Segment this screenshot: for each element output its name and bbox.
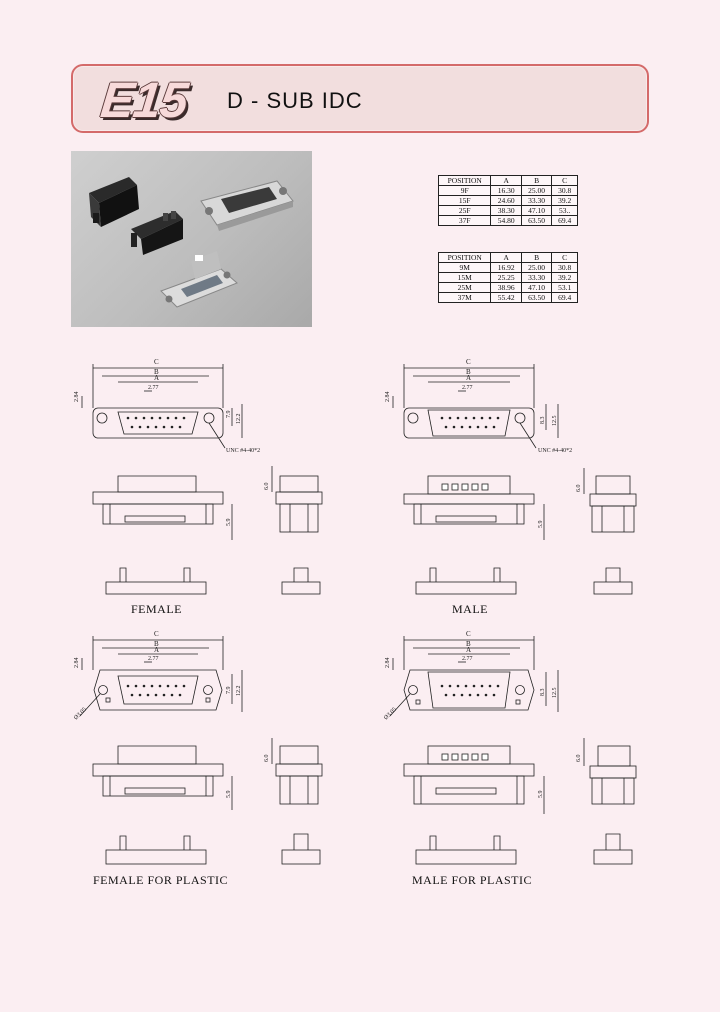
table-cell: 63.50 <box>520 215 553 226</box>
dim-label-inner-height: 8.3 <box>540 689 546 697</box>
dim-label-b: B <box>154 368 159 376</box>
connector-photo-illustration <box>89 177 294 308</box>
dim-label-c: C <box>466 630 471 638</box>
dim-label-side-height: 6.0 <box>264 755 270 763</box>
dim-label-inner-height: 8.3 <box>540 417 546 425</box>
dim-label-pitch: 2.77 <box>148 385 159 391</box>
table-row: 37M 55.42 63.50 69.4 <box>437 292 578 303</box>
page-title: D - SUB IDC <box>227 88 363 113</box>
dim-label-pitch: 2.77 <box>462 385 473 391</box>
male-plastic-front-view <box>389 636 559 717</box>
dim-label-outer-height: 12.2 <box>236 414 242 425</box>
dim-label-b: B <box>466 368 471 376</box>
male-dimension-table: POSITION A B C 9M 16.92 25.00 30.8 15M 2… <box>437 252 578 303</box>
dim-label-side-height: 6.0 <box>264 483 270 491</box>
dim-label-c: C <box>466 358 471 366</box>
dim-label-a: A <box>154 374 159 382</box>
dim-label-side-height: 6.0 <box>576 755 582 763</box>
female-front-view <box>81 364 243 449</box>
idc-body-shape <box>131 211 183 255</box>
dim-label-a: A <box>466 374 471 382</box>
product-photo <box>71 151 312 327</box>
dim-label-a: A <box>154 646 159 654</box>
dim-label-inner-height: 7.9 <box>226 411 232 419</box>
dim-label-top-offset: 2.84 <box>74 658 80 669</box>
dim-label-thread: UNC #4-40*2 <box>226 448 260 454</box>
female-side-view <box>92 475 233 540</box>
caption-female-plastic: FEMALE FOR PLASTIC <box>93 873 229 887</box>
dim-label-top-offset: 2.84 <box>385 392 391 403</box>
header-banner: E15 D - SUB IDC <box>71 64 649 133</box>
table-row: 37F 54.80 63.50 69.4 <box>437 215 578 226</box>
dim-label-hole: Ø3.05 <box>383 707 398 722</box>
dim-label-b: B <box>466 640 471 648</box>
dim-label-side-height: 6.0 <box>576 485 582 493</box>
dim-label-body-height: 5.9 <box>226 791 232 799</box>
male-bottom-view <box>415 567 633 595</box>
dim-label-outer-height: 12.2 <box>236 686 242 697</box>
dim-label-body-height: 5.9 <box>226 519 232 527</box>
male-end-view <box>583 468 637 533</box>
dim-label-top-offset: 2.84 <box>385 658 391 669</box>
female-plastic-end-view <box>271 738 323 805</box>
dim-label-a: A <box>466 646 471 654</box>
dim-label-c: C <box>154 630 159 638</box>
dim-label-b: B <box>154 640 159 648</box>
male-connector-shape <box>160 251 238 308</box>
male-plastic-bottom-view <box>415 833 633 865</box>
male-front-view <box>392 364 559 449</box>
male-plastic-side-view <box>403 745 545 814</box>
dim-label-top-offset: 2.84 <box>74 392 80 403</box>
table-header-row: POSITION A B C <box>437 252 578 263</box>
caption-female: FEMALE <box>131 602 182 616</box>
male-side-view <box>403 475 545 540</box>
dim-label-c: C <box>154 358 159 366</box>
table-cell: 69.4 <box>551 292 578 303</box>
female-connector-shape <box>200 180 294 231</box>
female-plastic-bottom-view <box>105 833 321 865</box>
male-plastic-end-view <box>583 738 637 805</box>
dim-label-pitch: 2.77 <box>148 656 159 662</box>
female-plastic-front-view <box>79 636 243 717</box>
table-cell: 63.50 <box>520 292 553 303</box>
caption-male-plastic: MALE FOR PLASTIC <box>412 873 533 887</box>
table-cell: 69.4 <box>551 215 578 226</box>
female-bottom-view <box>105 567 321 595</box>
dim-label-hole: Ø3.05 <box>73 707 88 722</box>
dim-label-body-height: 5.9 <box>538 791 544 799</box>
female-end-view <box>271 466 323 533</box>
table-header-row: POSITION A B C <box>437 175 578 186</box>
idc-cover-shape <box>89 177 139 227</box>
dim-label-outer-height: 12.5 <box>552 416 558 427</box>
dim-label-body-height: 5.9 <box>538 521 544 529</box>
dim-label-pitch: 2.77 <box>462 656 473 662</box>
dim-label-thread: UNC #4-40*2 <box>538 448 572 454</box>
female-plastic-side-view <box>92 745 233 810</box>
dim-label-inner-height: 7.9 <box>226 687 232 695</box>
dim-label-outer-height: 12.5 <box>552 688 558 699</box>
female-dimension-table: POSITION A B C 9F 16.30 25.00 30.8 15F 2… <box>437 175 578 226</box>
caption-male: MALE <box>452 602 488 616</box>
